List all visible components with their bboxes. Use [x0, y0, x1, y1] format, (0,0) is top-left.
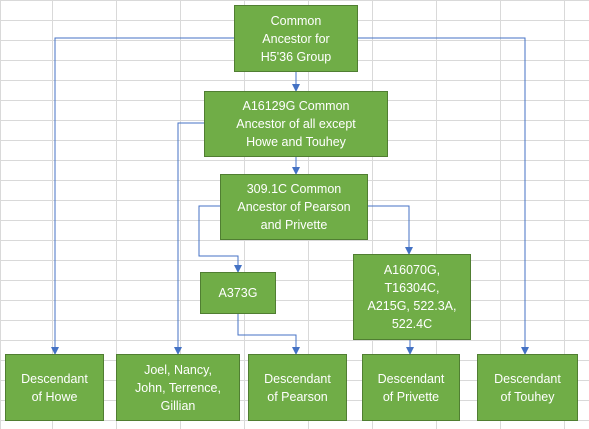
- node-descendant-pearson[interactable]: Descendant of Pearson: [248, 354, 347, 421]
- node-descendant-touhey[interactable]: Descendant of Touhey: [477, 354, 578, 421]
- node-joel-nancy-john-terrence-gillian[interactable]: Joel, Nancy, John, Terrence, Gillian: [116, 354, 240, 421]
- node-common-ancestor[interactable]: Common Ancestor for H5'36 Group: [234, 5, 358, 72]
- node-a16129g[interactable]: A16129G Common Ancestor of all except Ho…: [204, 91, 388, 157]
- node-a373g[interactable]: A373G: [200, 272, 276, 314]
- node-descendant-privette[interactable]: Descendant of Privette: [362, 354, 460, 421]
- node-a16070g[interactable]: A16070G, T16304C, A215G, 522.3A, 522.4C: [353, 254, 471, 340]
- node-descendant-howe[interactable]: Descendant of Howe: [5, 354, 104, 421]
- node-309-1c[interactable]: 309.1C Common Ancestor of Pearson and Pr…: [220, 174, 368, 240]
